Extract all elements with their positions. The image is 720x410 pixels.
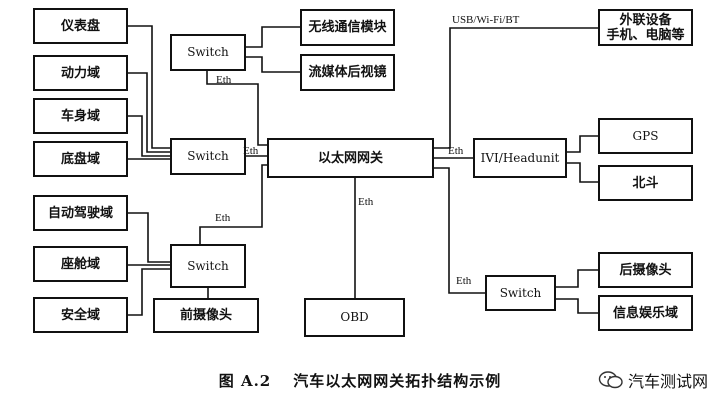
- switch-label: Switch: [187, 45, 229, 59]
- domain-box-autonomous-driving: 自动驾驶域: [33, 195, 128, 231]
- switch-right: Switch: [485, 275, 556, 311]
- domain-label: 车身域: [60, 108, 100, 124]
- domain-box-body: 车身域: [33, 98, 128, 134]
- eth-label-lower: Eth: [215, 212, 231, 224]
- domain-label: 底盘域: [60, 151, 100, 167]
- obd-label: OBD: [340, 310, 369, 324]
- domain-box-safety: 安全域: [33, 297, 128, 333]
- domain-label: 动力域: [60, 65, 100, 81]
- switch-lower: Switch: [170, 244, 246, 288]
- gateway-label: 以太网网关: [317, 150, 383, 166]
- gps-box: GPS: [598, 118, 693, 154]
- figure-caption: 图 A.2 汽车以太网网关拓扑结构示例: [0, 370, 720, 391]
- ivi-headunit-box: IVI/Headunit: [473, 138, 567, 178]
- switch-label: Switch: [187, 149, 229, 163]
- streaming-mirror-box: 流媒体后视镜: [300, 54, 395, 91]
- usb-wifi-bt-label: USB/Wi-Fi/BT: [452, 14, 520, 26]
- domain-box-powertrain: 动力域: [33, 55, 128, 91]
- watermark-text: 汽车测试网: [627, 372, 708, 391]
- device-label: 无线通信模块: [308, 20, 387, 35]
- eth-label-middle: Eth: [243, 145, 259, 157]
- beidou-box: 北斗: [598, 165, 693, 201]
- device-label: GPS: [632, 128, 659, 143]
- domain-label: 自动驾驶域: [47, 205, 113, 221]
- eth-label-obd: Eth: [358, 196, 374, 208]
- device-label: 后摄像头: [619, 262, 672, 278]
- domain-box-dashboard: 仪表盘: [33, 8, 128, 44]
- figure-title: 汽车以太网网关拓扑结构示例: [293, 372, 502, 390]
- wireless-module-box: 无线通信模块: [300, 9, 395, 46]
- watermark: 汽车测试网: [598, 368, 708, 392]
- domain-box-chassis: 底盘域: [33, 141, 128, 177]
- front-camera-box: 前摄像头: [153, 298, 259, 333]
- switch-label: Switch: [187, 258, 229, 273]
- infotainment-domain-box: 信息娱乐域: [598, 295, 693, 331]
- figure-number: 图 A.2: [218, 372, 272, 390]
- ivi-label: IVI/Headunit: [480, 150, 560, 165]
- switch-middle: Switch: [170, 138, 246, 175]
- domain-label: 座舱域: [60, 256, 100, 272]
- switch-top: Switch: [170, 34, 246, 71]
- wechat-icon: [598, 371, 623, 389]
- eth-label-right-switch: Eth: [456, 275, 472, 287]
- domain-box-cockpit: 座舱域: [33, 246, 128, 282]
- obd-box: OBD: [304, 298, 405, 337]
- external-devices-box: 外联设备 手机、电脑等: [598, 9, 693, 46]
- device-label: 信息娱乐域: [612, 305, 678, 321]
- switch-label: Switch: [499, 285, 542, 300]
- ethernet-gateway-box: 以太网网关: [267, 138, 434, 178]
- eth-label-ivi: Eth: [448, 145, 464, 157]
- device-label: 北斗: [632, 175, 659, 191]
- domain-label: 仪表盘: [60, 18, 100, 34]
- rear-camera-box: 后摄像头: [598, 252, 693, 288]
- external-devices-label: 外联设备 手机、电脑等: [606, 12, 685, 43]
- eth-label-top: Eth: [216, 74, 232, 86]
- device-label: 流媒体后视镜: [308, 65, 387, 80]
- domain-label: 安全域: [60, 307, 100, 323]
- device-label: 前摄像头: [179, 308, 232, 323]
